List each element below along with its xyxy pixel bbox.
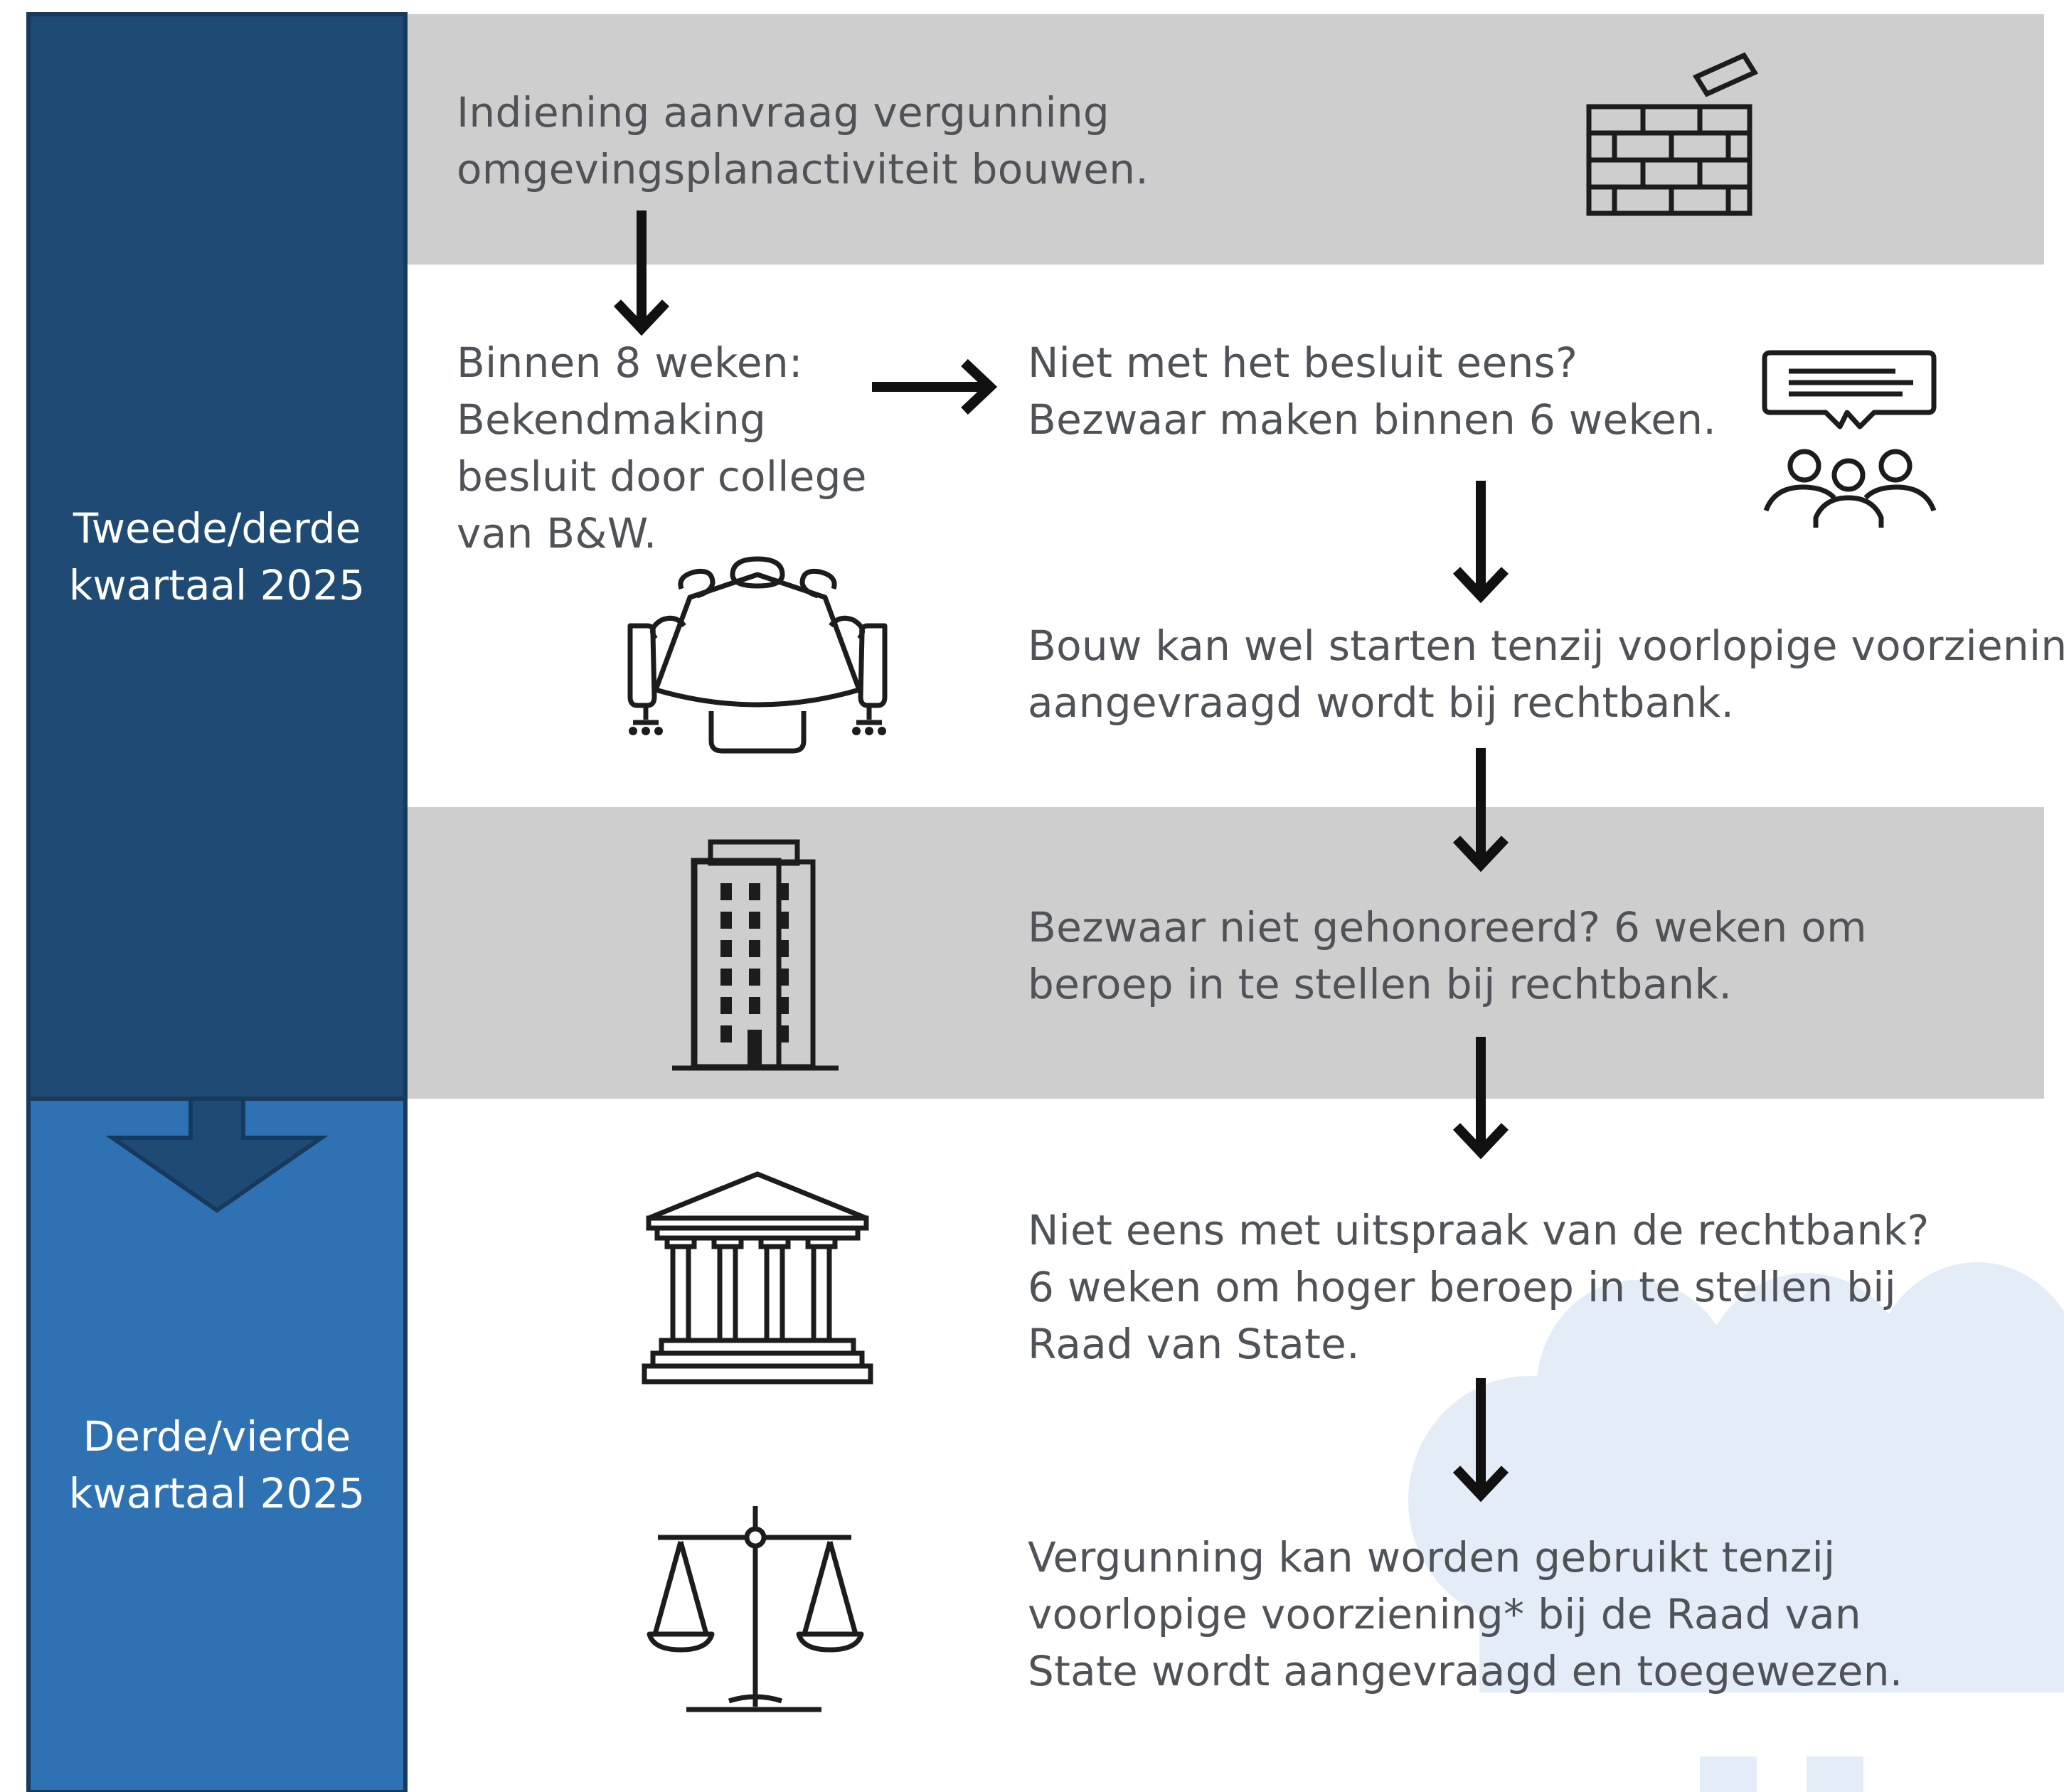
text-line: voorlopige voorziening* bij de Raad van (1028, 1590, 1861, 1638)
phase-2-label-line: kwartaal 2025 (68, 1469, 366, 1518)
text-line: van B&W. (457, 509, 657, 558)
text-line: Raad van State. (1028, 1320, 1360, 1368)
band-appeal (407, 807, 2044, 1099)
step-objection-text: Niet met het besluit eens? Bezwaar maken… (1028, 334, 1716, 448)
text-line: Binnen 8 weken: (457, 338, 803, 387)
text-line: Vergunning kan worden gebruikt tenzij (1028, 1533, 1836, 1582)
text-line: Indiening aanvraag vergunning (457, 88, 1110, 137)
arrow-down-icon (1452, 481, 1509, 604)
arrow-down-icon (1452, 1037, 1509, 1160)
text-line: beroep in te stellen bij rechtbank. (1028, 960, 1733, 1008)
text-line: Niet met het besluit eens? (1028, 338, 1578, 387)
arrow-down-icon (1452, 748, 1509, 873)
text-line: omgevingsplanactiviteit bouwen. (457, 145, 1149, 193)
courthouse-icon (642, 1171, 873, 1385)
text-line: State wordt aangevraagd en toegewezen. (1028, 1647, 1903, 1695)
step-decision-text: Binnen 8 weken: Bekendmaking besluit doo… (457, 334, 867, 562)
text-line: Niet eens met uitspraak van de rechtbank… (1028, 1206, 1930, 1254)
phase-2-label-line: Derde/vierde (83, 1412, 351, 1461)
phase-2-label: Derde/vierde kwartaal 2025 (28, 1408, 405, 1522)
discussion-group-icon (1762, 350, 1937, 528)
meeting-table-icon (627, 556, 888, 754)
text-line: Bouw kan wel starten tenzij voorlopige v… (1028, 622, 2064, 670)
phase-1-label-line: kwartaal 2025 (68, 561, 366, 609)
brick-wall-icon (1586, 52, 1759, 216)
scales-of-justice-icon (647, 1506, 864, 1712)
step-application-text: Indiening aanvraag vergunning omgevingsp… (457, 84, 1149, 198)
step-appeal-text: Bezwaar niet gehonoreerd? 6 weken om ber… (1028, 899, 1867, 1013)
arrow-right-icon (872, 358, 998, 415)
arrow-down-icon (1452, 1378, 1509, 1503)
step-final-text: Vergunning kan worden gebruikt tenzij vo… (1028, 1529, 1903, 1700)
text-line: aangevraagd wordt bij rechtbank. (1028, 678, 1735, 727)
watermark-graphic (1408, 1262, 2064, 1792)
step-construction-text: Bouw kan wel starten tenzij voorlopige v… (1028, 617, 2064, 731)
text-line: Bezwaar maken binnen 6 weken. (1028, 395, 1717, 444)
text-line: Bekendmaking (457, 395, 767, 444)
phase-column (26, 12, 408, 1792)
office-building-icon (672, 839, 839, 1071)
text-line: besluit door college (457, 452, 867, 501)
step-higher-appeal-text: Niet eens met uitspraak van de rechtbank… (1028, 1202, 1930, 1372)
phase-1-label-line: Tweede/derde (73, 504, 361, 553)
text-line: Bezwaar niet gehonoreerd? 6 weken om (1028, 903, 1867, 951)
band-application (407, 14, 2044, 265)
text-line: 6 weken om hoger beroep in te stellen bi… (1028, 1263, 1897, 1311)
arrow-down-icon (613, 210, 670, 336)
phase-1-label: Tweede/derde kwartaal 2025 (28, 500, 405, 614)
